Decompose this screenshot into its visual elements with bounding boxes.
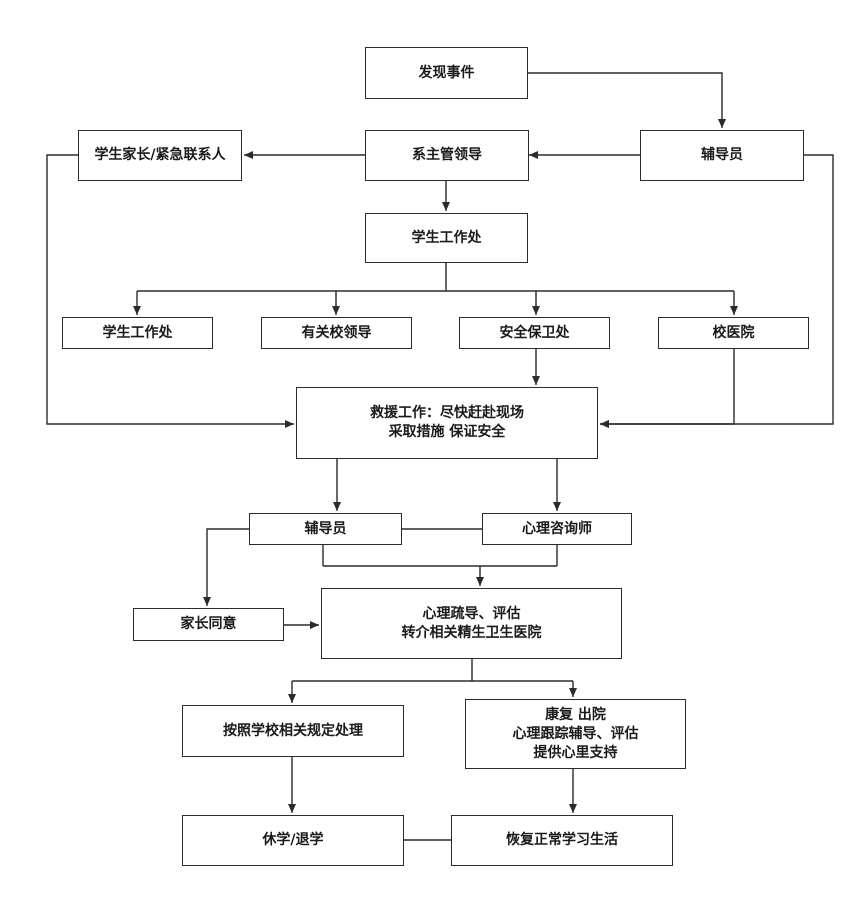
edge-parents-to-rescue bbox=[46, 154, 294, 428]
node-recovery-line-2: 心理跟踪辅导、评估 bbox=[512, 725, 639, 742]
node-school-leaders: 有关校领导 bbox=[261, 317, 412, 349]
node-school-rules: 按照学校相关规定处理 bbox=[182, 705, 404, 757]
node-dept-leader-label: 系主管领导 bbox=[412, 147, 482, 163]
node-recovery: 康复 出院 心理跟踪辅导、评估 提供心里支持 bbox=[465, 699, 686, 769]
edge-counselor-to-rescue bbox=[600, 154, 834, 428]
node-school-rules-label: 按照学校相关规定处理 bbox=[223, 722, 363, 739]
node-student-affairs-main-label: 学生工作处 bbox=[411, 229, 482, 246]
node-discover: 发现事件 bbox=[365, 47, 528, 99]
node-suspend-label: 休学/退学 bbox=[262, 832, 324, 848]
edge-discover-to-counselor bbox=[528, 72, 726, 128]
node-counselor-label: 辅导员 bbox=[304, 520, 347, 537]
node-counseling-line-2: 转介相关精生卫生医院 bbox=[401, 624, 542, 641]
node-parent-consent: 家长同意 bbox=[133, 608, 284, 641]
node-parent-consent-label: 家长同意 bbox=[180, 616, 237, 632]
node-counselor: 辅导员 bbox=[249, 513, 402, 545]
node-rescue-line-2: 采取措施 保证安全 bbox=[388, 424, 506, 440]
node-parents: 学生家长/紧急联系人 bbox=[78, 130, 242, 181]
edge-counselor-to-consent bbox=[203, 528, 249, 606]
node-school-leaders-label: 有关校领导 bbox=[301, 324, 372, 341]
edge-clinic-to-rescue bbox=[600, 349, 735, 428]
node-suspend: 休学/退学 bbox=[182, 815, 404, 866]
node-parents-label: 学生家长/紧急联系人 bbox=[94, 147, 226, 163]
node-resume-label: 恢复正常学习生活 bbox=[506, 832, 618, 848]
node-recovery-line-3: 提供心里支持 bbox=[533, 744, 618, 761]
node-rescue-line-1: 救援工作：尽快赶赴现场 bbox=[370, 405, 524, 421]
node-clinic: 校医院 bbox=[658, 317, 809, 349]
node-psychologist: 心理咨询师 bbox=[482, 513, 632, 545]
node-counseling-line-1: 心理疏导、评估 bbox=[422, 605, 521, 622]
node-student-affairs: 学生工作处 bbox=[62, 317, 213, 349]
node-clinic-label: 校医院 bbox=[712, 324, 755, 341]
node-counselor-top: 辅导员 bbox=[640, 130, 804, 181]
node-rescue: 救援工作：尽快赶赴现场 采取措施 保证安全 bbox=[296, 387, 598, 459]
node-dept-leader: 系主管领导 bbox=[365, 130, 529, 181]
node-recovery-line-1: 康复 出院 bbox=[545, 706, 606, 723]
node-student-affairs-label: 学生工作处 bbox=[102, 324, 173, 341]
node-resume: 恢复正常学习生活 bbox=[451, 815, 673, 866]
node-psychologist-label: 心理咨询师 bbox=[522, 520, 592, 537]
node-counselor-top-label: 辅导员 bbox=[701, 147, 743, 163]
node-counseling: 心理疏导、评估 转介相关精生卫生医院 bbox=[321, 588, 622, 659]
node-security: 安全保卫处 bbox=[459, 317, 610, 349]
node-security-label: 安全保卫处 bbox=[499, 324, 570, 341]
node-discover-label: 发现事件 bbox=[418, 64, 475, 81]
node-student-affairs-main: 学生工作处 bbox=[365, 213, 528, 263]
